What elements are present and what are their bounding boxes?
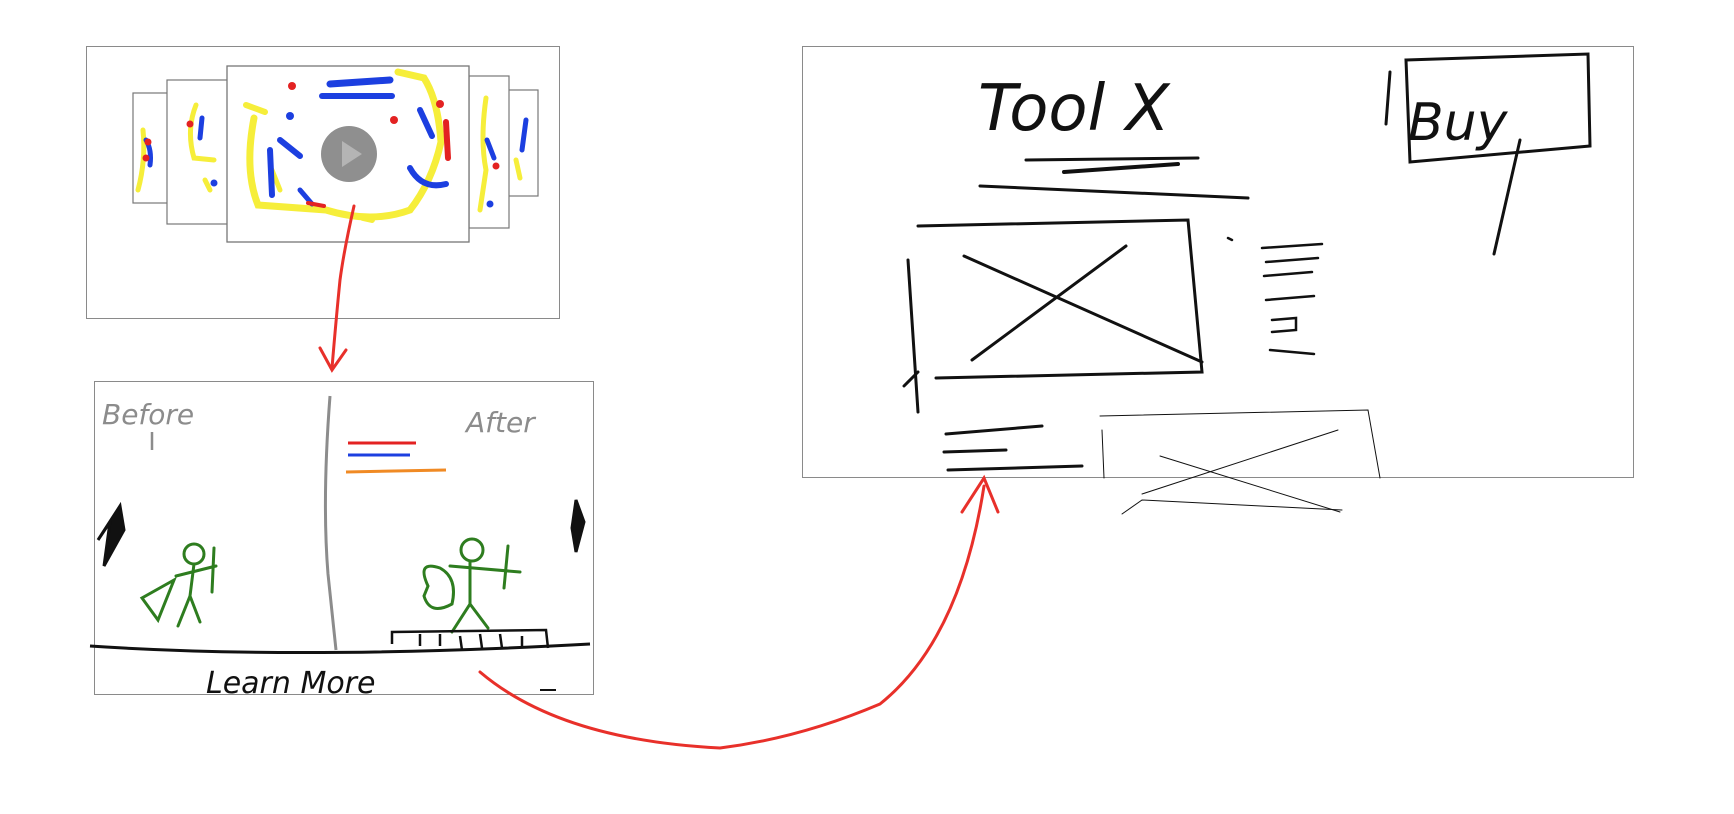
left-scribble [96,501,126,567]
arrow-carousel-to-before-after [318,204,356,373]
carousel-card-left[interactable] [166,79,230,225]
buy-button[interactable]: Buy [1384,52,1592,256]
tool-title: Tool X [978,72,1171,146]
play-button[interactable] [321,126,377,182]
after-label: After [464,406,536,439]
learn-more-link[interactable]: Learn More [206,666,375,701]
svg-text:Buy[interactable]: Buy [1408,93,1509,153]
tool-page-panel [802,46,1634,478]
tool-page-sketch: Tool X Buy [902,52,1592,515]
stick-figure-after [422,537,522,634]
arrow-learn-more-to-tool-page [478,474,1000,750]
before-after-sketch: Before After [89,395,591,701]
legend-line-orange [345,468,447,474]
before-after-divider[interactable] [323,395,338,651]
before-label: Before [102,398,194,431]
right-scribble [570,499,586,553]
before-after-panel [94,381,594,695]
stick-figure-before [139,542,218,628]
platform [390,628,550,651]
ground-line [89,642,591,655]
image-placeholder-icon [902,218,1204,414]
caption-text-lines [942,424,1084,472]
description-text-lines [1226,236,1324,356]
carousel-scribbles [135,68,529,223]
image-placeholder-icon [1099,409,1381,515]
play-icon [342,141,362,167]
